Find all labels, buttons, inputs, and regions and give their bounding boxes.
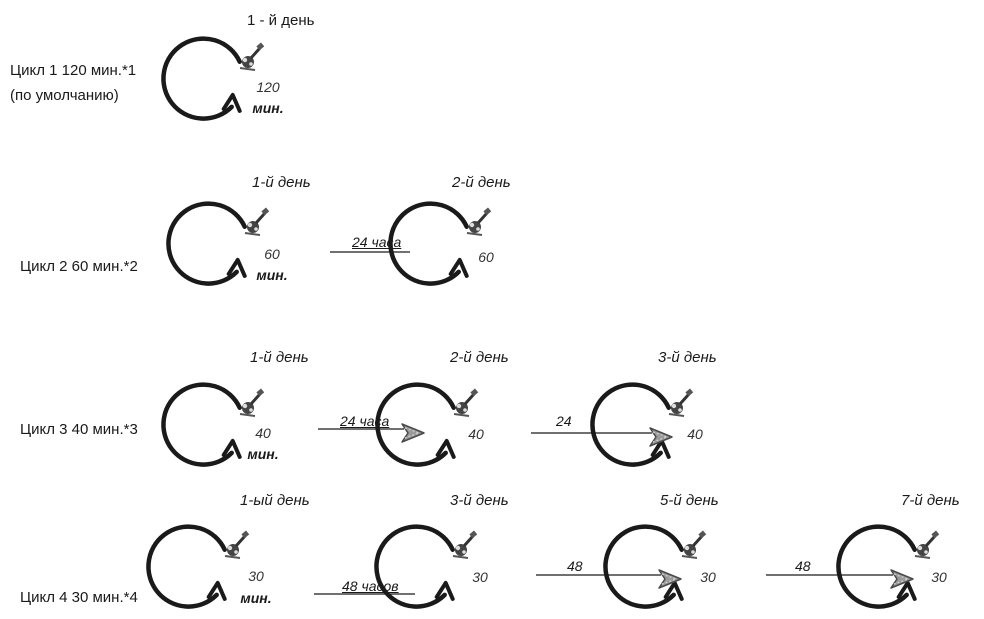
cycle-3-cycle-arrow-icon-2 xyxy=(375,382,456,467)
cycle-2-tool-icon-2 xyxy=(466,207,492,236)
cycle-4-cycle-arrow-icon-2-arrowhead xyxy=(434,580,455,601)
cycle-3-tool-icon-3 xyxy=(668,388,694,417)
cycle-4-circle-1-bottom: мин. xyxy=(240,590,272,606)
cycle-4-day-2: 3-й день xyxy=(450,492,509,509)
cycle-4-gap-3: 48 xyxy=(795,558,811,574)
cycle-4-cycle-arrow-icon-1 xyxy=(146,524,227,609)
cycle-2-cycle-arrow-icon-1-arrowhead xyxy=(226,257,247,278)
cycle-3-tool-icon-2 xyxy=(453,388,479,417)
cycle-2-cycle-arrow-icon-2 xyxy=(388,201,469,286)
cycle-3-label: Цикл 3 40 мин.*3 xyxy=(20,421,138,438)
cycle-4-cycle-arrow-icon-3 xyxy=(603,524,684,609)
cycle-4-arrowhead-icon-3 xyxy=(890,569,914,589)
cycle-1-cycle-arrow-icon-1-arrowhead xyxy=(221,92,242,113)
cycle-2-label: Цикл 2 60 мин.*2 xyxy=(20,258,138,275)
cycle-4-cycle-arrow-icon-4 xyxy=(836,524,917,609)
cycle-3-gap-2: 24 xyxy=(556,413,572,429)
cycle-4-gap-1: 48 часов xyxy=(342,578,399,594)
cycle-3-cycle-arrow-icon-1 xyxy=(161,382,242,467)
cycle-2-circle-1-top: 60 xyxy=(264,246,280,262)
cycle-1-tool-icon-1 xyxy=(239,42,265,71)
cycle-4-label: Цикл 4 30 мин.*4 xyxy=(20,589,138,606)
cycle-1-circle-1-bottom: мин. xyxy=(252,100,284,116)
cycle-4-tool-icon-4 xyxy=(914,530,940,559)
cycle-3-day-3: 3-й день xyxy=(658,349,717,366)
cycle-4-cycle-arrow-icon-4-arrowhead xyxy=(896,580,917,601)
cycle-1-cycle-arrow-icon-1 xyxy=(161,36,242,121)
cycle-2-circle-1-bottom: мин. xyxy=(256,267,288,283)
cycle-4-arrowhead-icon-2 xyxy=(658,569,682,589)
cycle-4-cycle-arrow-icon-1-arrowhead xyxy=(206,580,227,601)
cycle-3-circle-1-top: 40 xyxy=(255,425,271,441)
cycle-4-cycle-arrow-icon-2 xyxy=(374,524,455,609)
cycle-4-circle-2-top: 30 xyxy=(472,569,488,585)
cycle-3-circle-1-bottom: мин. xyxy=(247,446,279,462)
cycle-2-cycle-arrow-icon-1 xyxy=(166,201,247,286)
cycle-4-tool-icon-3 xyxy=(681,530,707,559)
cycle-4-day-4: 7-й день xyxy=(901,492,960,509)
cycle-3-circle-3-top: 40 xyxy=(687,426,703,442)
cycle-1-circle-1-top: 120 xyxy=(256,79,280,95)
cycle-4-tool-icon-2 xyxy=(452,530,478,559)
cycle-1-label: Цикл 1 120 мин.*1 xyxy=(10,62,137,79)
cycle-3-cycle-arrow-icon-1-arrowhead xyxy=(221,438,242,459)
cycle-3-arrowhead-icon-2 xyxy=(649,427,673,447)
cycle-3-arrowhead-icon-1 xyxy=(401,423,425,443)
cycle-3-cycle-arrow-icon-2-arrowhead xyxy=(435,438,456,459)
cycle-3-cycle-arrow-icon-3 xyxy=(590,382,671,467)
cycle-2-gap-1: 24 часа xyxy=(352,234,402,250)
cycle-1-sublabel: (по умолчанию) xyxy=(10,87,119,104)
cycle-4-circle-3-top: 30 xyxy=(700,569,716,585)
cycle-4-circle-4-top: 30 xyxy=(931,569,947,585)
cycle-3-tool-icon-1 xyxy=(239,388,265,417)
cycle-2-day-1: 1-й день xyxy=(252,174,311,191)
cycle-4-cycle-arrow-icon-3-arrowhead xyxy=(663,580,684,601)
cycle-4-tool-icon-1 xyxy=(224,530,250,559)
cycle-3-day-2: 2-й день xyxy=(450,349,509,366)
cycle-3-circle-2-top: 40 xyxy=(468,426,484,442)
cycle-2-cycle-arrow-icon-2-arrowhead xyxy=(448,257,469,278)
cycle-2-day-2: 2-й день xyxy=(452,174,511,191)
cycle-2-circle-2-top: 60 xyxy=(478,249,494,265)
cycle-3-day-1: 1-й день xyxy=(250,349,309,366)
cycle-1-day-1: 1 - й день xyxy=(247,12,315,29)
cycle-4-day-3: 5-й день xyxy=(660,492,719,509)
cycle-4-day-1: 1-ый день xyxy=(240,492,310,509)
cycle-2-tool-icon-1 xyxy=(244,207,270,236)
cycle-4-gap-2: 48 xyxy=(567,558,583,574)
cycle-3-gap-1: 24 часа xyxy=(340,413,390,429)
cycle-4-circle-1-top: 30 xyxy=(248,568,264,584)
